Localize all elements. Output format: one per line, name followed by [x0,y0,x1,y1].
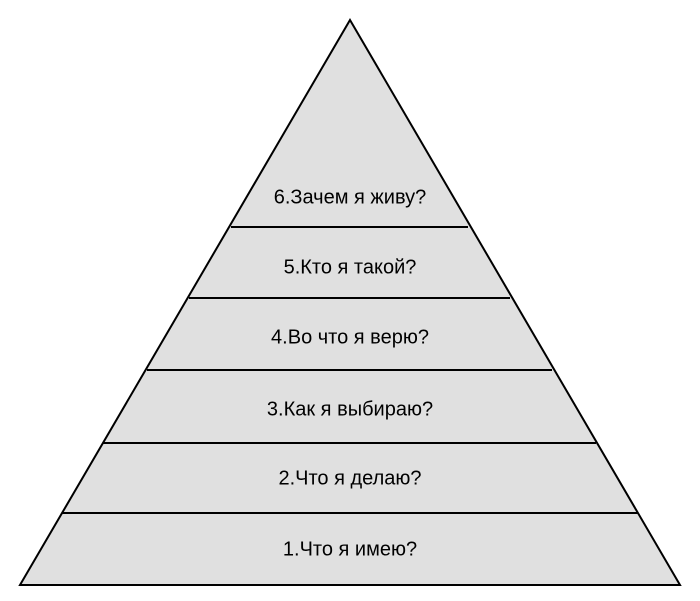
level-1-label: 1.Что я имею? [283,538,417,560]
level-4-label: 4.Во что я верю? [271,326,429,348]
pyramid-shape [18,18,682,586]
level-3-label: 3.Как я выбираю? [267,398,433,420]
level-2-label: 2.Что я делаю? [278,467,421,489]
level-5-label: 5.Кто я такой? [284,256,417,278]
level-6-label: 6.Зачем я живу? [274,186,427,208]
